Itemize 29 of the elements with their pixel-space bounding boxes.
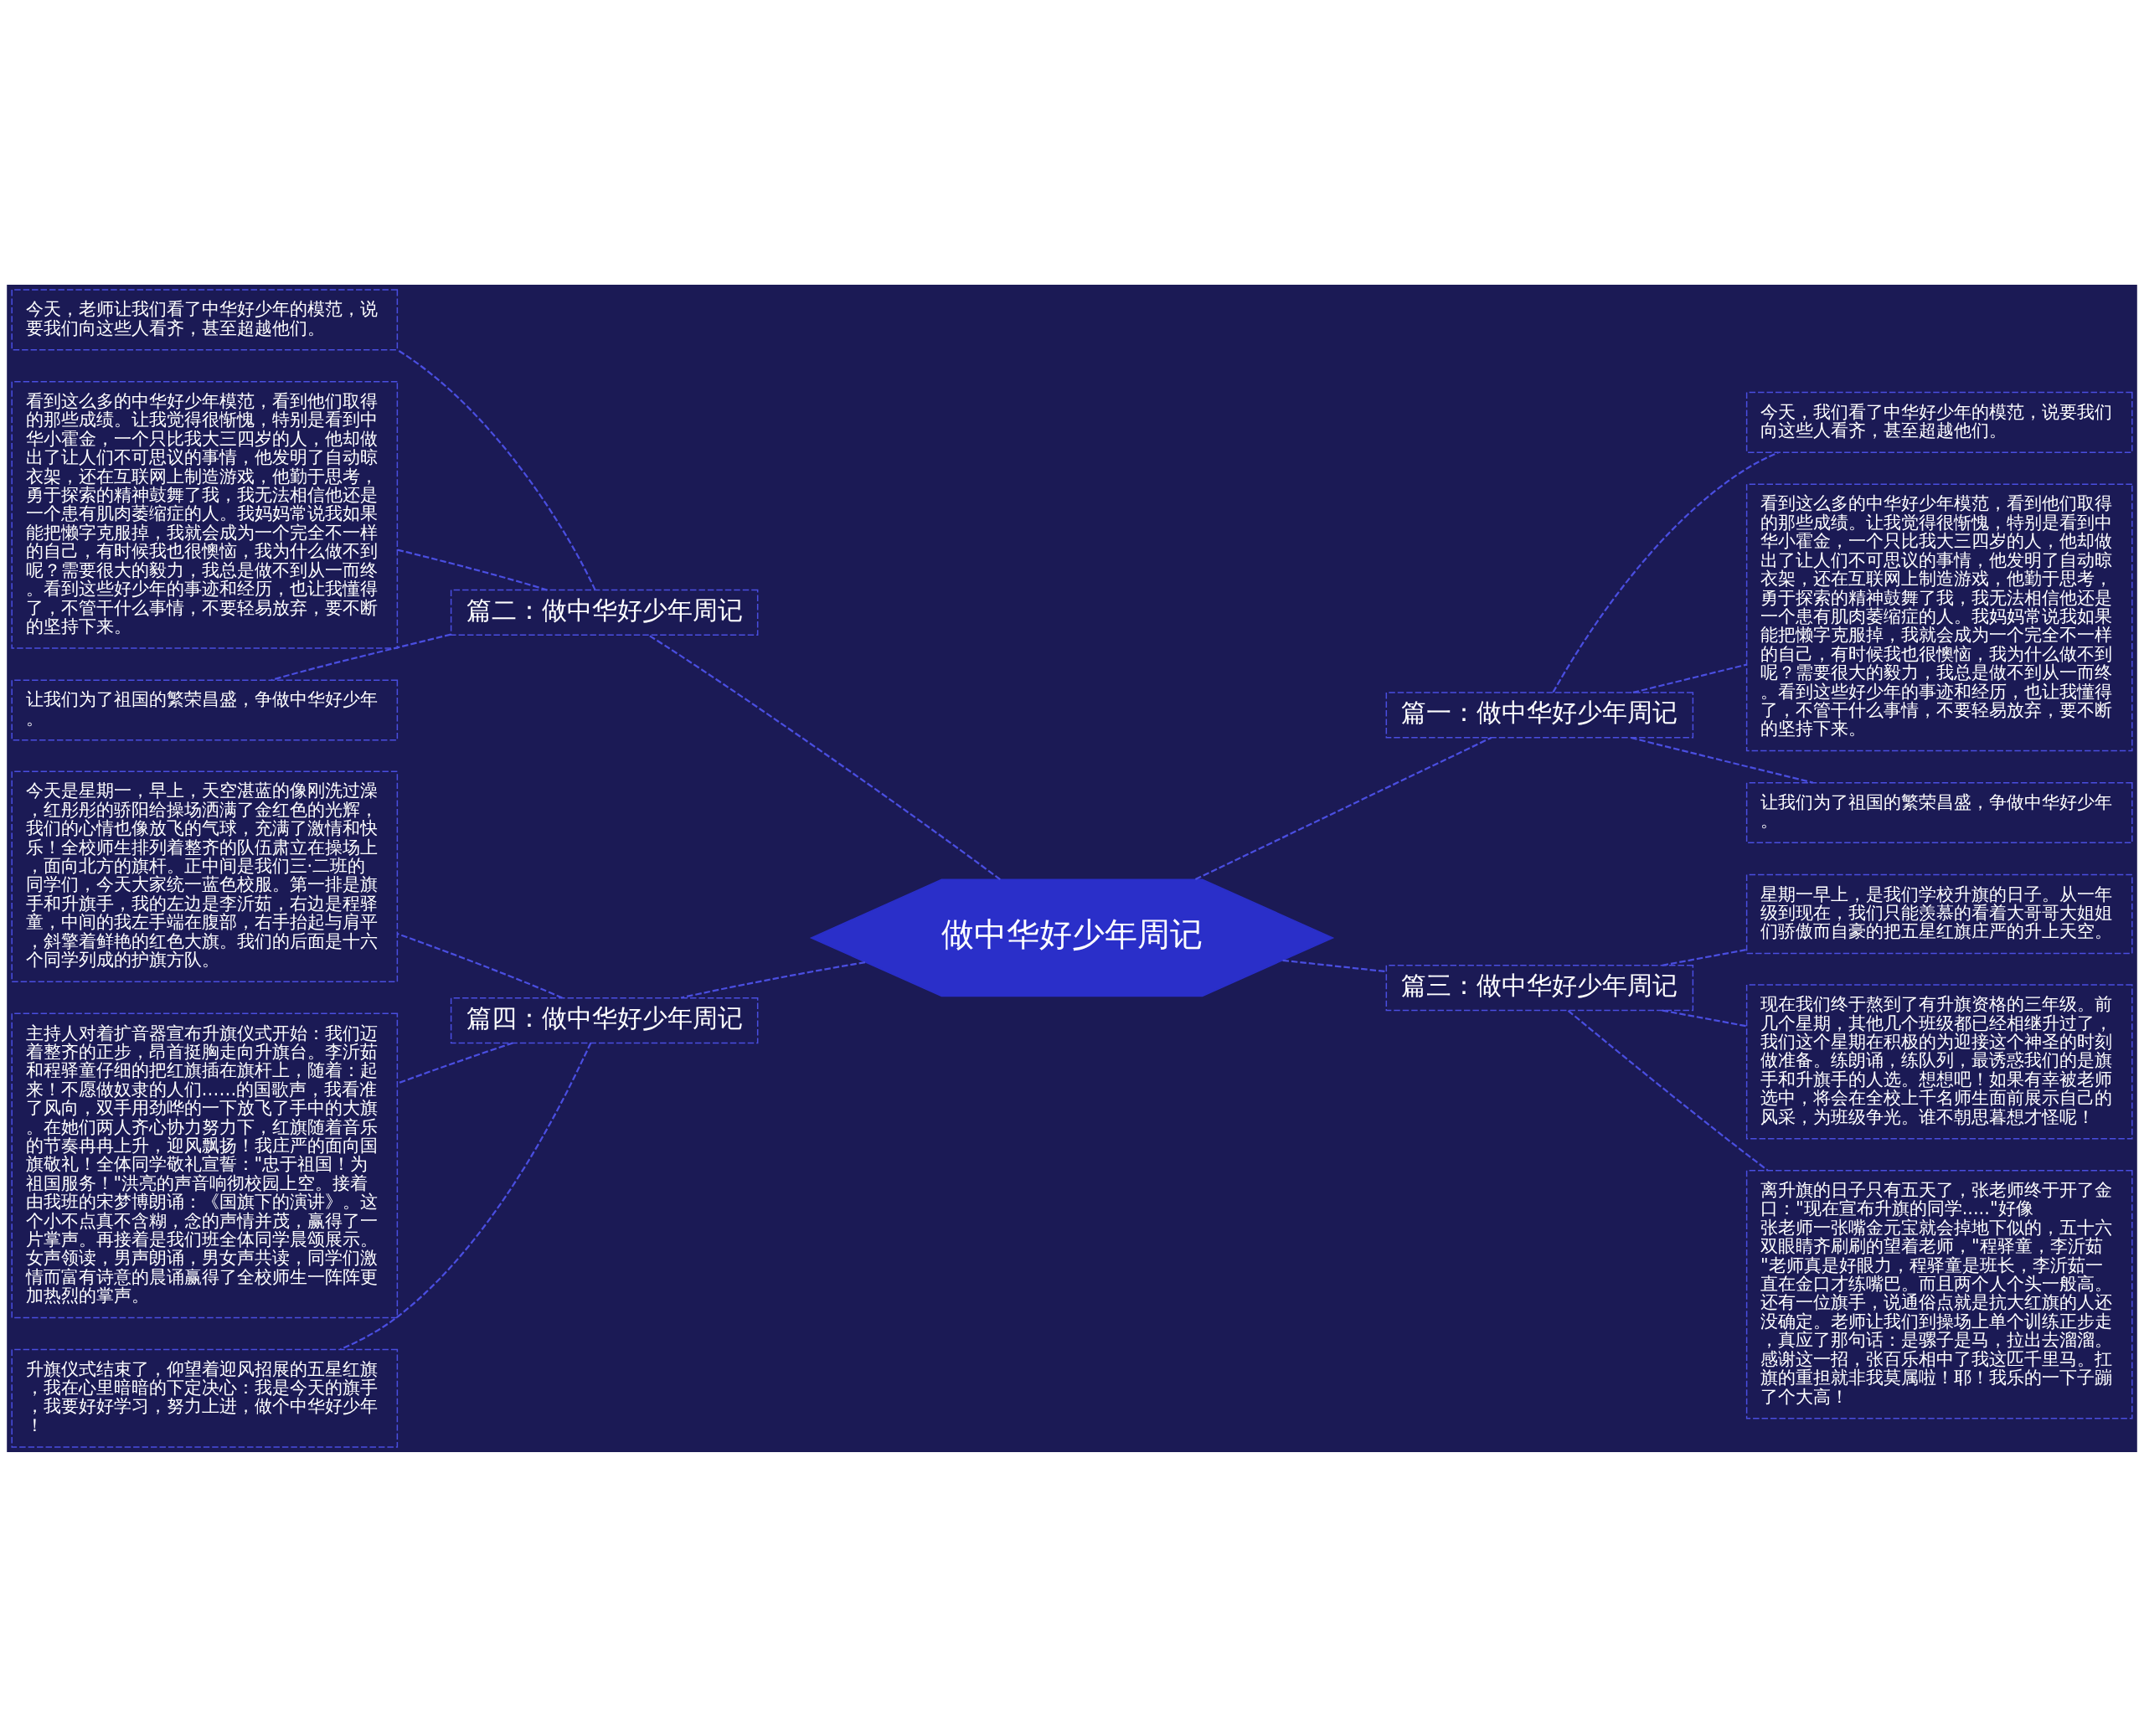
node-box: 现在我们终于熬到了有升旗资格的三年级。前几个星期，其他几个班级都已经相继升过了，我们这个星期在积极的为迎接这个神圣的时刻做准备。练朗诵，练队列，最诱惑我们的是旗手和升旗手的人选。想想吧！如果有幸被老师选中，将会在全校上千名师生面前展示自己的风采，为班级争光。谁不朝思暮想才怪呢！ [1745, 983, 2133, 1139]
node-box: 升旗仪式结束了，仰望着迎风招展的五星红旗，我在心里暗暗的下定决心：我是今天的旗手，我要好好学习，努力上进，做个中华好少年！ [11, 1348, 399, 1448]
node-box: 主持人对着扩音器宣布升旗仪式开始：我们迈着整齐的正步，昂首挺胸走向升旗台。李沂茹和程驿童仔细的把红旗插在旗杆上，随着：起来！不愿做奴隶的人们……的国歌声，我看准了风向，双手用劲哗的一下放飞了手中的大旗。在她们两人齐心协力努力下，红旗随着音乐的节奏冉冉上升，迎风飘扬！我庄严的面向国旗敬礼！全体同学敬礼宣誓："忠于祖国！为祖国服务！"洪亮的声音响彻校园上空。接着由我班的宋梦博朗诵：《国旗下的演讲》。这个小不点真不含糊，念的声情并茂，赢得了一片掌声。再接着是我们班全体同学晨颂展示。女声领读，男声朗诵，男女声共读，同学们激情而富有诗意的晨诵赢得了全校师生一阵阵更加热烈的掌声。 [11, 1012, 399, 1318]
node-box: 今天，老师让我们看了中华好少年的模范，说要我们向这些人看齐，甚至超越他们。 [11, 288, 399, 350]
connector [1567, 1009, 1769, 1171]
connector [680, 961, 866, 999]
connector [1282, 959, 1387, 972]
node-box: 今天，我们看了中华好少年的模范，说要我们向这些人看齐，甚至超越他们。 [1745, 391, 2133, 453]
connector [397, 1041, 513, 1084]
node-box: 看到这么多的中华好少年模范，看到他们取得的那些成绩。让我觉得很惭愧，特别是看到中华小霍金，一个只比我大三四岁的人，他却做出了让人们不可思议的事情，他发明了自动晾衣架，还在互联网上制造游戏，他勤于思考，勇于探索的精神鼓舞了我，我无法相信他还是一个患有肌肉萎缩症的人。我妈妈常说我如果能把懒字克服掉，我就会成为一个完全不一样的自己，有时候我也很懊恼，我为什么做不到呢？需要很大的毅力，我总是做不到从一而终。看到这些好少年的事迹和经历，也让我懂得了，不管干什么事情，不要轻易放弃，要不断的坚持下来。 [1745, 483, 2133, 751]
connector [1662, 948, 1747, 966]
connector [1662, 1009, 1747, 1027]
node-box: 离升旗的日子只有五天了，张老师终于开了金口："现在宣布升旗的同学....."好像张老师一张嘴金元宝就会掉地下似的，五十六双眼睛齐刷刷的望着老师，"程驿童，李沂茹"老师真是好眼力，程驿童是班长，李沂茹一直在金口才练嘴巴。而且两个人个头一般高。还有一位旗手，说通俗点就是抗大红旗的人还没确定。老师让我们到操场上单个训练正步走，真应了那句话：是骡子是马，拉出去溜溜。感谢这一招，张百乐相中了我这匹千里马。扛旗的重担就非我莫属啦！耶！我乐的一下子蹦了个大高！ [1745, 1169, 2133, 1419]
connector [647, 633, 1001, 880]
node-box: 看到这么多的中华好少年模范，看到他们取得的那些成绩。让我觉得很惭愧，特别是看到中华小霍金，一个只比我大三四岁的人，他却做出了让人们不可思议的事情，他发明了自动晾衣架，还在互联网上制造游戏，他勤于思考，勇于探索的精神鼓舞了我，我无法相信他还是一个患有肌肉萎缩症的人。我妈妈常说我如果能把懒字克服掉，我就会成为一个完全不一样的自己，有时候我也很懊恼，我为什么做不到呢？需要很大的毅力，我总是做不到从一而终。看到这些好少年的事迹和经历，也让我懂得了，不管干什么事情，不要轻易放弃，要不断的坚持下来。 [11, 380, 399, 649]
node-box: 篇三：做中华好少年周记 [1385, 964, 1694, 1011]
connector [1632, 663, 1747, 693]
node-box: 篇二：做中华好少年周记 [450, 589, 759, 636]
node-box: 今天是星期一，早上，天空湛蓝的像刚洗过澡，红彤彤的骄阳给操场洒满了金红色的光辉，我们的心情也像放飞的气球，充满了激情和快乐！全校师生排列着整齐的队伍肃立在操场上，面向北方的旗杆。正中间是我们三·二班的同学们，今天大家统一蓝色校服。第一排是旗手和升旗手，我的左边是李沂茹，右边是程驿童，中间的我左手端在腹部，右手抬起与肩平，斜擎着鲜艳的红色大旗。我们的后面是十六个同学列成的护旗方队。 [11, 770, 399, 982]
connector [397, 348, 596, 590]
node-box: 篇一：做中华好少年周记 [1385, 691, 1694, 739]
connector [271, 633, 451, 681]
connector [397, 549, 548, 591]
node-box: 篇四：做中华好少年周记 [450, 997, 759, 1043]
node-box: 星期一早上，是我们学校升旗的日子。从一年级到现在，我们只能羡慕的看着大哥哥大姐姐们骄傲而自豪的把五星红旗庄严的升上天空。 [1745, 873, 2133, 954]
node-box: 让我们为了祖国的繁荣昌盛，争做中华好少年。 [11, 678, 399, 741]
node-box: 让我们为了祖国的繁荣昌盛，争做中华好少年。 [1745, 781, 2133, 843]
connector [397, 932, 563, 999]
connector [1194, 736, 1492, 880]
